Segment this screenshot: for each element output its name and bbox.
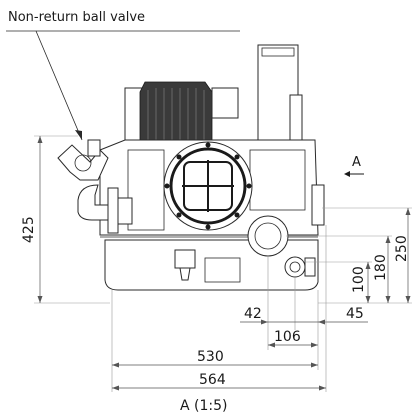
ball-valve-cap — [87, 139, 101, 157]
callout-leader — [35, 30, 83, 141]
dim-height-total-label: 425 — [21, 216, 37, 243]
tank-boss — [204, 257, 241, 283]
dim-width-530-arrow-right — [311, 362, 318, 368]
dim-width-530-label: 530 — [197, 349, 224, 365]
cover-bolts — [164, 142, 252, 230]
callout-arrowhead — [75, 130, 82, 140]
drain-nozzle — [179, 267, 191, 281]
pump-drawing — [57, 44, 325, 291]
dim-offset-42-arrow — [261, 319, 268, 325]
inlet-flange — [311, 184, 325, 226]
dim-offset-106-arrow-left — [268, 342, 275, 348]
inlet-small-stub — [304, 257, 316, 277]
dim-height-inlet-lower-arrow-bottom — [365, 296, 371, 303]
inlet-large-bore — [254, 222, 282, 250]
ball-valve-chamber — [74, 154, 92, 172]
dim-width-530-arrow-left — [112, 362, 119, 368]
dim-height-inlet-upper-arrow-top — [385, 236, 391, 243]
dim-offset-45-arrow — [318, 319, 325, 325]
dim-height-inlet-upper-label: 180 — [373, 254, 389, 281]
dim-width-564-arrow-right — [319, 385, 326, 391]
discharge-flange — [107, 187, 119, 234]
view-caption: A (1:5) — [180, 398, 227, 414]
dim-height-inlet-lower-label: 100 — [351, 266, 367, 293]
dim-width-564-label: 564 — [199, 372, 226, 388]
rear-duct-cap — [261, 47, 295, 57]
dim-width-564-arrow-left — [112, 385, 119, 391]
callout-label: Non-return ball valve — [8, 10, 145, 25]
inlet-small — [284, 256, 306, 278]
view-label: A — [352, 155, 361, 170]
dim-height-outlet-label: 250 — [394, 235, 410, 262]
dim-height-inlet-lower-arrow-top — [365, 262, 371, 269]
motor-fins — [147, 88, 205, 146]
dim-offset-42-label: 42 — [244, 306, 262, 322]
view-arrow-head — [344, 171, 350, 177]
dim-offset-45-label: 45 — [346, 306, 364, 322]
dim-height-inlet-upper-arrow-bottom — [385, 296, 391, 303]
inlet-large — [247, 215, 289, 257]
dim-offset-106-arrow-right — [311, 342, 318, 348]
terminal-box — [211, 87, 239, 119]
discharge-adapter — [117, 197, 133, 225]
dim-offset-extensions — [267, 256, 319, 350]
dim-width-extensions — [111, 225, 327, 392]
discharge-pipe — [77, 184, 109, 221]
inlet-small-bore — [289, 261, 301, 273]
ball-valve — [57, 144, 109, 181]
dim-height-total — [34, 135, 110, 304]
dim-offset-106-label: 106 — [274, 329, 301, 345]
dim-height-outlet-arrow-bottom — [405, 296, 411, 303]
dim-height-outlet-arrow-top — [405, 208, 411, 215]
dim-right-extensions — [286, 207, 412, 304]
drain-fitting — [174, 249, 196, 269]
rear-duct-flange — [289, 94, 303, 144]
